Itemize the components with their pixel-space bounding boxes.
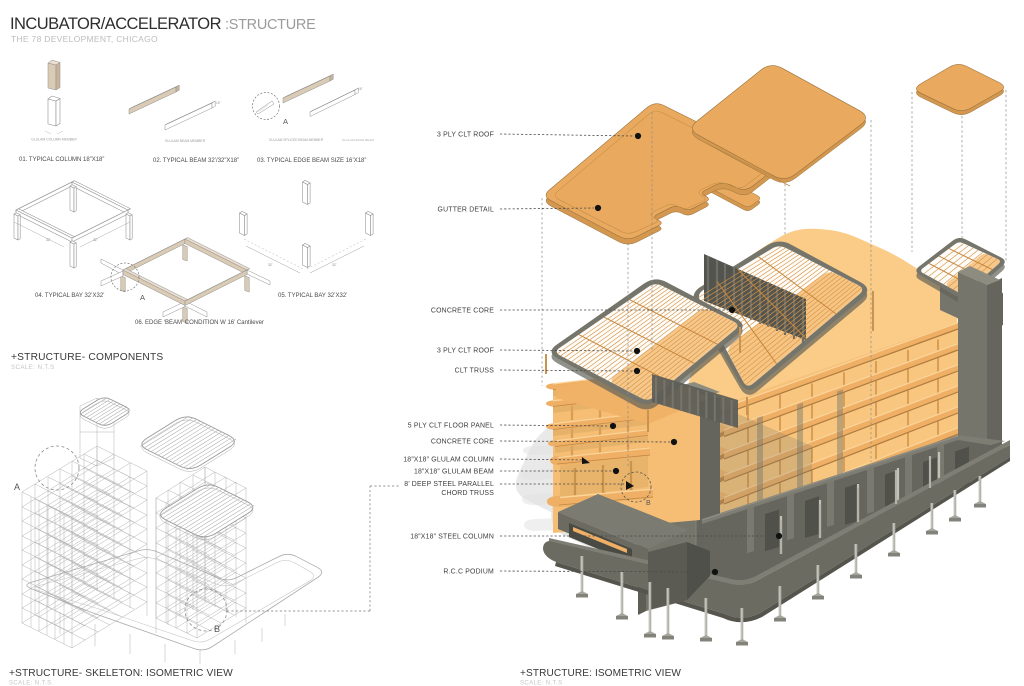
svg-text:05. TYPICAL BAY 32’X32’: 05. TYPICAL BAY 32’X32’: [278, 293, 348, 299]
svg-text:GUTTER DETAIL: GUTTER DETAIL: [438, 207, 494, 214]
svg-text::STRUCTURE: :STRUCTURE: [225, 17, 316, 33]
svg-text:+STRUCTURE- SKELETON: ISOMETRI: +STRUCTURE- SKELETON: ISOMETRIC VIEW: [9, 668, 233, 679]
svg-text:03. TYPICAL EDGE BEAM SIZE 16: 03. TYPICAL EDGE BEAM SIZE 16’X18”: [257, 158, 366, 164]
svg-text:8’ DEEP STEEL PARALLEL: 8’ DEEP STEEL PARALLEL: [404, 481, 494, 488]
svg-text:32’: 32’: [332, 263, 337, 267]
svg-text:CLT TRUSS: CLT TRUSS: [455, 368, 495, 375]
svg-text:02. TYPICAL BEAM 32’/32”X18”: 02. TYPICAL BEAM 32’/32”X18”: [153, 158, 239, 164]
svg-text:CONCRETE CORE: CONCRETE CORE: [431, 439, 494, 446]
svg-text:SCALE: N.T.S: SCALE: N.T.S: [520, 681, 562, 686]
svg-text:GLULAM EDGE BEAM: GLULAM EDGE BEAM: [342, 138, 374, 142]
svg-text:A: A: [140, 293, 145, 302]
svg-text:3 PLY CLT ROOF: 3 PLY CLT ROOF: [437, 348, 494, 355]
svg-text:INCUBATOR/ACCELERATOR: INCUBATOR/ACCELERATOR: [10, 15, 222, 33]
svg-text:SCALE: N.T.S: SCALE: N.T.S: [11, 364, 55, 371]
svg-text:18”X18” GLULAM BEAM: 18”X18” GLULAM BEAM: [414, 469, 494, 476]
svg-text:THE 78 DEVELOPMENT, CHICAGO: THE 78 DEVELOPMENT, CHICAGO: [11, 34, 158, 44]
svg-text:5 PLY CLT FLOOR PANEL: 5 PLY CLT FLOOR PANEL: [408, 423, 494, 430]
svg-text:B: B: [214, 624, 220, 634]
svg-text:18”X18” STEEL COLUMN: 18”X18” STEEL COLUMN: [410, 534, 494, 541]
svg-text:16”: 16”: [358, 87, 363, 91]
svg-text:32’: 32’: [46, 238, 51, 242]
svg-text:+STRUCTURE- COMPONENTS: +STRUCTURE- COMPONENTS: [11, 352, 163, 363]
svg-text:+STRUCTURE: ISOMETRIC VIEW: +STRUCTURE: ISOMETRIC VIEW: [520, 668, 681, 679]
svg-text:B: B: [646, 500, 651, 507]
svg-text:GLULAM SPLICED BEAM MEMBER: GLULAM SPLICED BEAM MEMBER: [269, 138, 324, 142]
svg-text:CONCRETE CORE: CONCRETE CORE: [431, 308, 494, 315]
svg-text:GLULAM BEAM MEMBER: GLULAM BEAM MEMBER: [165, 139, 206, 143]
svg-text:16”: 16”: [216, 101, 221, 105]
svg-text:18”X18” GLULAM COLUMN: 18”X18” GLULAM COLUMN: [403, 457, 494, 464]
svg-text:GLULAM COLUMN MEMBER: GLULAM COLUMN MEMBER: [31, 138, 77, 142]
svg-text:SCALE: N.T.S: SCALE: N.T.S: [9, 681, 51, 686]
svg-text:A: A: [14, 482, 20, 492]
svg-text:A: A: [283, 117, 288, 126]
svg-text:R.C.C PODIUM: R.C.C PODIUM: [443, 569, 494, 576]
svg-text:CHORD TRUSS: CHORD TRUSS: [441, 490, 494, 497]
svg-text:32’: 32’: [93, 238, 98, 242]
svg-text:04. TYPICAL BAY 32’X32’: 04. TYPICAL BAY 32’X32’: [35, 293, 105, 299]
svg-text:32’: 32’: [268, 263, 273, 267]
svg-text:01. TYPICAL COLUMN 18”X18”: 01. TYPICAL COLUMN 18”X18”: [19, 157, 104, 163]
svg-text:3 PLY CLT ROOF: 3 PLY CLT ROOF: [437, 132, 494, 139]
svg-text:06. EDGE ‘BEAM’ CONDITION W 16: 06. EDGE ‘BEAM’ CONDITION W 16’ Cantilev…: [135, 320, 264, 326]
